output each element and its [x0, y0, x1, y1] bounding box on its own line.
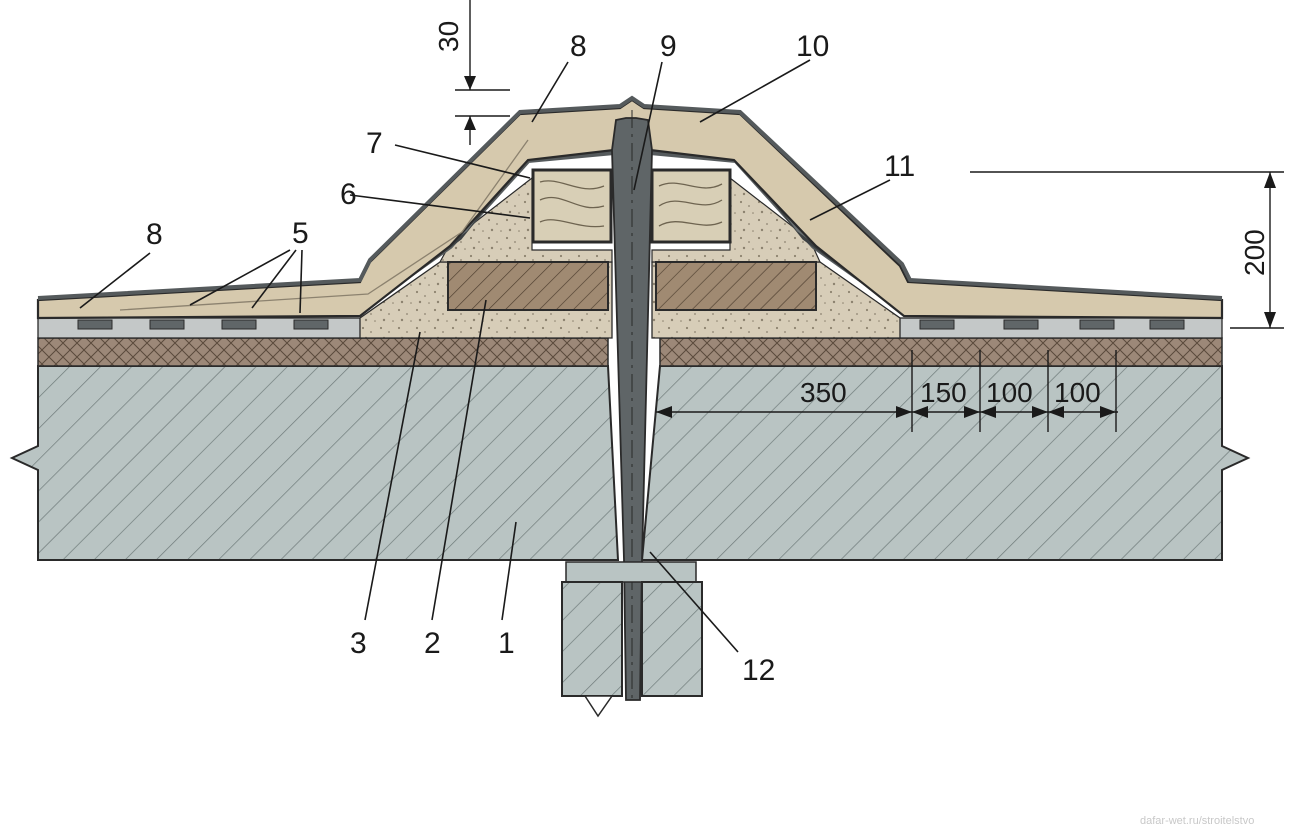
label-7: 7 [366, 127, 383, 160]
label-1: 1 [498, 627, 515, 660]
label-6: 6 [340, 178, 357, 211]
label-3: 3 [350, 627, 367, 660]
label-9: 9 [660, 30, 677, 63]
leader-lines [79, 59, 891, 653]
dimension-lines [455, 0, 1284, 432]
label-5: 5 [292, 217, 309, 250]
dim-100-b: 100 [1054, 377, 1101, 408]
dim-350: 350 [800, 377, 847, 408]
label-11: 11 [884, 150, 915, 183]
position-labels: 1 2 3 5 6 7 8 8 9 10 11 12 [146, 30, 915, 687]
label-10: 10 [796, 30, 829, 63]
insulation-boards [447, 261, 817, 311]
label-12: 12 [742, 654, 775, 687]
dim-100-a: 100 [986, 377, 1033, 408]
dim-30: 30 [433, 21, 464, 52]
dim-200: 200 [1239, 229, 1270, 276]
metal-compensator [611, 110, 653, 701]
dim-150: 150 [920, 377, 967, 408]
dimension-texts: 30 200 350 150 100 100 [433, 21, 1270, 408]
wooden-blocks [531, 168, 732, 244]
label-8-top: 8 [570, 30, 587, 63]
label-8-left: 8 [146, 218, 163, 251]
label-2: 2 [424, 627, 441, 660]
watermark: dafar-wet.ru/stroitelstvo [1140, 815, 1254, 827]
lower-wall [561, 561, 703, 718]
